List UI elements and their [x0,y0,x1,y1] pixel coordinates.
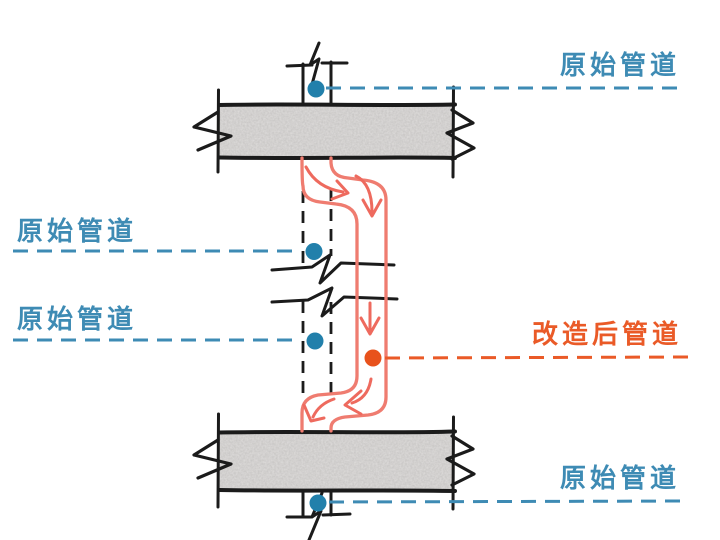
label-original-pipe-mid-upper: 原始管道 [17,217,138,247]
break-zigzag-icon [445,108,476,161]
callout-dot-icon [309,494,327,512]
label-renovated-pipe: 改造后管道 [532,320,683,350]
slab-texture [219,433,454,490]
break-zigzag-icon [445,434,476,487]
callout-dot-icon [306,332,324,350]
original-pipe-dashed [301,189,333,395]
slab-edge-top [217,429,457,435]
slab-edge-top [217,102,457,107]
pipe-collar [321,512,352,517]
renovated-pipe-left-wall [300,156,359,433]
label-original-pipe-bottom: 原始管道 [560,464,681,494]
flow-arrows [302,165,383,423]
flow-arrow-icon [359,316,381,336]
flow-arrow-icon [304,165,345,194]
flow-arrow-icon [343,389,363,416]
leader-line-original-bottom [328,499,687,504]
flow-arrow-icon [311,397,336,419]
label-original-pipe-top: 原始管道 [560,51,681,81]
pipe-collar [285,63,314,68]
break-line-lower [270,286,399,318]
callout-dot-icon [307,80,325,98]
flow-arrow-icon [330,179,350,201]
leader-line-renovated [384,355,689,360]
flow-arrow-icon [361,198,383,218]
break-zigzag-icon [308,41,321,90]
slab-edge-bottom [217,488,457,493]
section-break [270,253,399,318]
callout-dot-icon [305,243,323,260]
callout-dot-icon [364,349,382,367]
flow-arrow-icon [350,377,373,405]
leader-lines [13,86,689,504]
flow-arrow-icon [302,403,326,423]
renovated-pipe-right-wall [329,156,388,433]
break-zigzag-icon [192,438,233,480]
pipe-stub-bottom [285,490,352,540]
callout-dots [305,80,382,512]
break-line-upper [270,253,396,285]
flow-arrow-icon [354,174,374,214]
label-original-pipe-mid-lower: 原始管道 [17,305,138,335]
slab-end-tick-left [216,88,220,174]
slab-texture [219,106,454,156]
renovated-pipe [300,156,388,433]
pipe-stub-top [285,41,349,106]
floor-slab-bottom [192,412,476,511]
break-zigzag-icon [192,110,233,152]
floor-slab-top [192,85,476,179]
slab-edge-bottom [217,155,457,160]
